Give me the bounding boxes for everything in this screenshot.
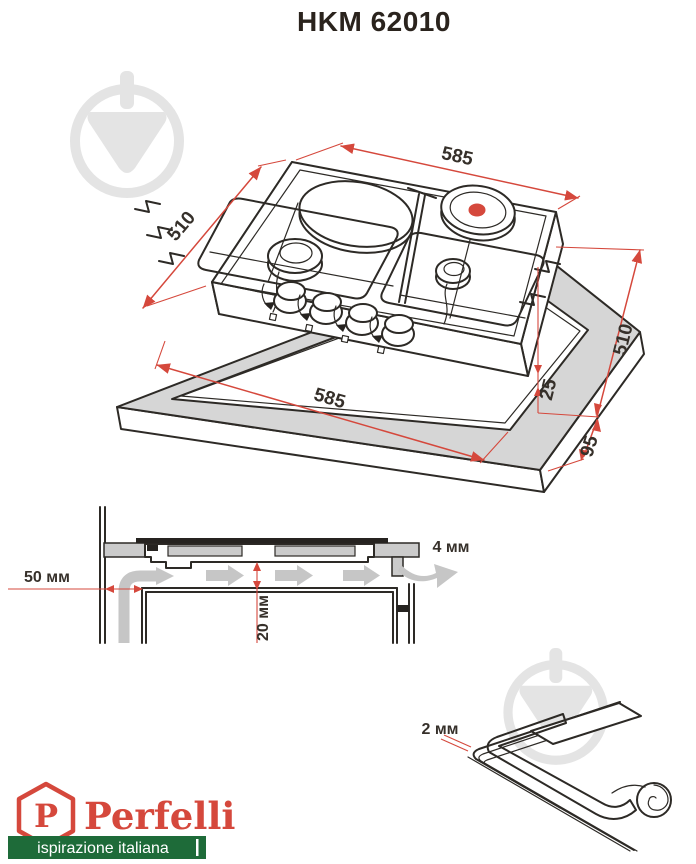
seal-strip: [486, 713, 637, 820]
knob: [369, 314, 415, 355]
dim-width-top: 585: [439, 143, 475, 170]
dim-vent-gap: 4 мм: [432, 539, 469, 556]
cross-section-diagram: 50 мм 20 мм 4 мм: [8, 506, 470, 644]
brand-tagline: ispirazione italiana: [37, 840, 169, 857]
dim-seal-gap: 2 мм: [421, 721, 458, 738]
dim-under-clearance: 20 мм: [255, 595, 272, 641]
page-title: HKM 62010: [297, 6, 451, 37]
hob-drawing: [134, 161, 564, 377]
electric-plate-dot: [468, 203, 486, 217]
watermark-trowel-icon: [75, 71, 179, 193]
brand-monogram: P: [34, 797, 58, 835]
brand-name: Perfelli: [84, 794, 236, 838]
brand-tagline-bar: [8, 836, 206, 859]
control-knobs: [261, 281, 415, 355]
seal-detail-diagram: 2 мм: [421, 701, 672, 852]
dim-depth-left: 510: [164, 208, 200, 246]
vent-arrow: [398, 564, 458, 588]
isometric-diagram: 585 510 585 510 25: [116, 142, 645, 493]
brand-logo: P Perfelli ispirazione italiana: [8, 781, 236, 859]
seal-tape-roll: [611, 782, 672, 818]
dim-wall-clearance: 50 мм: [24, 569, 70, 586]
airflow-arrows: [118, 564, 458, 643]
knob: [333, 303, 379, 344]
